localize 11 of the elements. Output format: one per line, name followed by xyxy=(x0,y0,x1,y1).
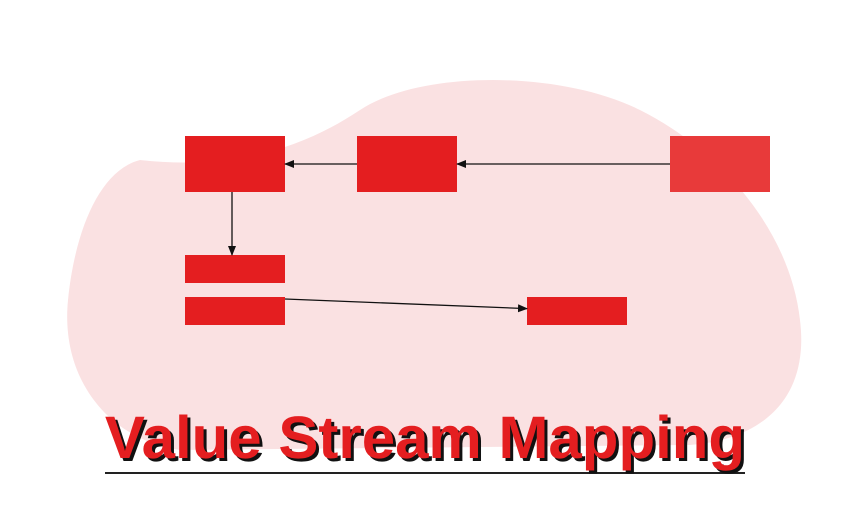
process-box xyxy=(357,136,457,192)
arrow xyxy=(284,298,528,312)
arrow xyxy=(228,192,236,256)
process-bar xyxy=(527,297,627,325)
arrow xyxy=(284,160,357,168)
process-bar xyxy=(185,297,285,325)
title: Value Stream Mapping xyxy=(104,408,746,474)
arrow xyxy=(456,160,670,168)
process-box xyxy=(670,136,770,192)
process-bar xyxy=(185,255,285,283)
process-box xyxy=(185,136,285,192)
